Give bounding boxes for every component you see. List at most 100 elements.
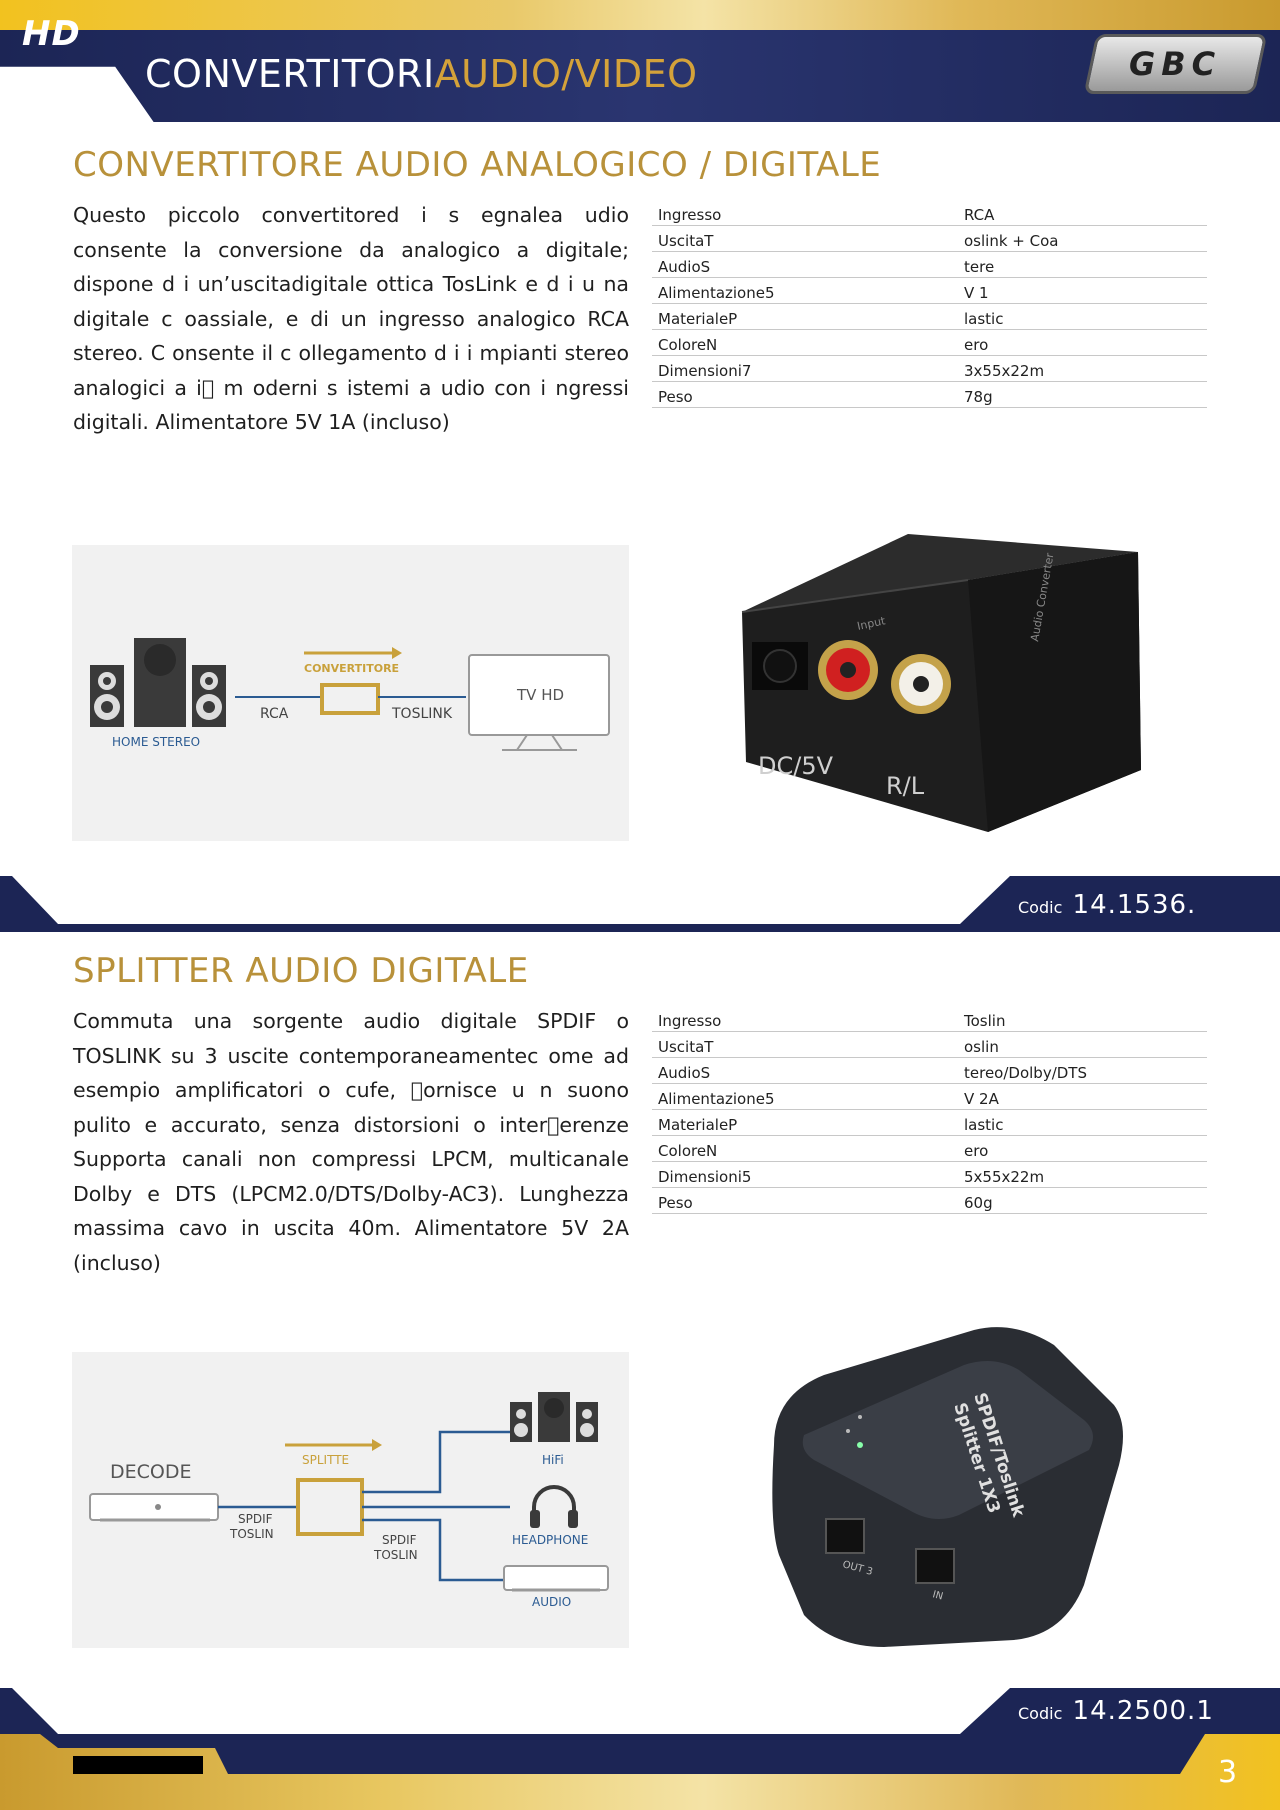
diagram-link2-label-a: SPDIF: [382, 1533, 417, 1547]
spec-row: MaterialeP lastic: [652, 304, 1207, 330]
diagram-link1-label: RCA: [260, 706, 289, 722]
spec-value: 5x55x22m: [964, 1168, 1045, 1186]
spec-row: Alimentazione5 V 2A: [652, 1084, 1207, 1110]
spec-value: Toslin: [964, 1012, 1006, 1030]
diagram-source-label: DECODE: [110, 1461, 192, 1483]
spec-row: Ingresso RCA: [652, 200, 1207, 226]
spec-row: AudioS tere: [652, 252, 1207, 278]
diagram-device-label: SPLITTE: [302, 1453, 349, 1467]
brand-logo: GBC: [1083, 34, 1268, 94]
redaction-bar: [73, 1756, 203, 1774]
spec-row: UscitaT oslin: [652, 1032, 1207, 1058]
product-code: Codic 14.2500.1: [1018, 1696, 1214, 1726]
spec-key: MaterialeP: [658, 310, 738, 328]
diagram-out2-label: HEADPHONE: [512, 1533, 588, 1547]
spec-value: oslin: [964, 1038, 999, 1056]
spec-row: Peso 60g: [652, 1188, 1207, 1214]
spec-value: tere: [964, 258, 995, 276]
header-navy-band: [0, 30, 1280, 122]
spec-value: 78g: [964, 388, 993, 406]
spec-value: lastic: [964, 310, 1004, 328]
hifi-icon: [510, 1392, 598, 1442]
connection-diagram: DECODE SPDIF TOSLIN SPLITTE SPDIF TOSLIN…: [72, 1352, 629, 1648]
spec-key: Alimentazione5: [658, 1090, 775, 1108]
spec-key: Dimensioni7: [658, 362, 752, 380]
spec-row: MaterialeP lastic: [652, 1110, 1207, 1136]
splitter-box: [296, 1478, 364, 1536]
headphone-icon: [530, 1485, 578, 1528]
brand-logo-text: GBC: [1129, 45, 1222, 83]
spec-row: AudioS tereo/Dolby/DTS: [652, 1058, 1207, 1084]
code-label: Codic: [1018, 898, 1063, 917]
page-number: 3: [1218, 1755, 1238, 1790]
page-title: CONVERTITORIAUDIO/VIDEO: [145, 52, 698, 96]
code-bar-shape: [0, 876, 1280, 932]
converter-photo-graphic: Input Audio Converter DC/5V R/L: [741, 534, 1141, 832]
decoder-icon: [89, 1493, 219, 1522]
spec-key: MaterialeP: [658, 1116, 738, 1134]
diagram-link1-label-b: TOSLIN: [229, 1527, 274, 1541]
hd-logo: HD: [22, 14, 81, 54]
spec-key: Dimensioni5: [658, 1168, 752, 1186]
tv-icon: [468, 654, 610, 751]
photo-dc-label: DC/5V: [758, 752, 834, 780]
spec-row: ColoreN ero: [652, 1136, 1207, 1162]
spec-row: UscitaT oslink + Coa: [652, 226, 1207, 252]
audio-device-icon: [503, 1565, 609, 1592]
spec-value: 3x55x22m: [964, 362, 1045, 380]
spec-value: ero: [964, 1142, 989, 1160]
spec-key: UscitaT: [658, 232, 714, 250]
spec-key: Peso: [658, 1194, 693, 1212]
code-value: 14.1536.: [1072, 890, 1197, 920]
spec-key: Ingresso: [658, 206, 722, 224]
product-photo: SPDIF/Toslink Splitter 1X3 OUT 3 IN: [764, 1325, 1124, 1647]
diagram-device-label: CONVERTITORE: [304, 662, 399, 675]
converter-box: [320, 683, 380, 715]
code-value: 14.2500.1: [1072, 1696, 1214, 1726]
spec-row: Alimentazione5 V 1: [652, 278, 1207, 304]
product-title: CONVERTITORE AUDIO ANALOGICO / DIGITALE: [73, 145, 882, 185]
page-title-main: CONVERTITORI: [145, 52, 435, 96]
diagram-target-label: TV HD: [516, 686, 564, 704]
spec-value: 60g: [964, 1194, 993, 1212]
spec-row: Dimensioni7 3x55x22m: [652, 356, 1207, 382]
page-title-accent: AUDIO/VIDEO: [434, 52, 698, 96]
spec-value: lastic: [964, 1116, 1004, 1134]
diagram-link2-label: TOSLINK: [391, 706, 453, 722]
product-code: Codic 14.1536.: [1018, 890, 1196, 920]
home-stereo-icon: [90, 638, 226, 727]
spec-value: oslink + Coa: [964, 232, 1059, 250]
diagram-graphic: DECODE SPDIF TOSLIN SPLITTE SPDIF TOSLIN…: [89, 1392, 609, 1609]
spec-row: ColoreN ero: [652, 330, 1207, 356]
diagram-link2-label-b: TOSLIN: [373, 1548, 418, 1562]
photo-rl-label: R/L: [886, 772, 925, 800]
diagram-link1-label-a: SPDIF: [238, 1512, 273, 1526]
product-photo: Input Audio Converter DC/5V R/L: [738, 522, 1143, 832]
spec-key: UscitaT: [658, 1038, 714, 1056]
spec-key: AudioS: [658, 258, 711, 276]
code-label: Codic: [1018, 1704, 1063, 1723]
footer-band: [0, 1734, 1280, 1810]
photo-in-label: IN: [931, 1589, 944, 1602]
diagram-graphic: HOME STEREO RCA CONVERTITORE TOSLINK TV …: [90, 638, 610, 751]
diagram-out1-label: HiFi: [542, 1453, 564, 1467]
product-description: Questo piccolo convertitored i s egnalea…: [73, 203, 629, 434]
diagram-source-label: HOME STEREO: [112, 735, 200, 749]
splitter-photo-graphic: SPDIF/Toslink Splitter 1X3 OUT 3 IN: [772, 1327, 1123, 1647]
spec-table: Ingresso Toslin UscitaT oslin AudioS tere…: [652, 1006, 1207, 1214]
spec-value: ero: [964, 336, 989, 354]
spec-row: Dimensioni5 5x55x22m: [652, 1162, 1207, 1188]
spec-value: RCA: [964, 206, 995, 224]
spec-key: Ingresso: [658, 1012, 722, 1030]
photo-input-label: Input: [856, 614, 887, 633]
diagram-out3-label: AUDIO: [532, 1595, 571, 1609]
spec-key: ColoreN: [658, 336, 718, 354]
spec-value: V 2A: [964, 1090, 999, 1108]
spec-table: Ingresso RCA UscitaT oslink + Coa AudioS …: [652, 200, 1207, 408]
spec-value: V 1: [964, 284, 989, 302]
spec-key: Alimentazione5: [658, 284, 775, 302]
product-description: Commuta una sorgente audio digitale SPDI…: [73, 1009, 629, 1275]
connection-diagram: HOME STEREO RCA CONVERTITORE TOSLINK TV …: [72, 545, 629, 841]
spec-value: tereo/Dolby/DTS: [964, 1064, 1087, 1082]
